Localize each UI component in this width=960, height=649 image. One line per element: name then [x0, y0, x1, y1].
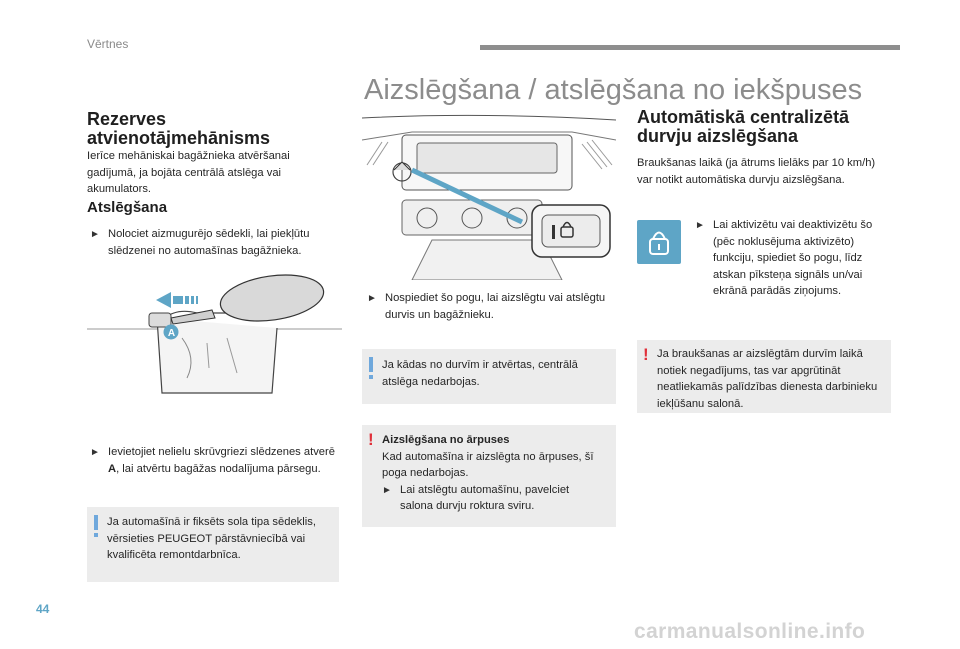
arrow-bullet-icon: ► — [90, 229, 100, 240]
right-bullet-text: Lai aktivizētu vai deaktivizētu šo (pēc … — [713, 219, 873, 297]
middle-info-box: Ja kādas no durvīm ir atvērtas, centrālā… — [362, 349, 616, 404]
left-bullet-1: ► Nolociet aizmugurējo sēdekli, lai piek… — [90, 226, 340, 259]
left-intro: Ierīce mehāniskai bagāžnieka atvēršanai … — [87, 150, 290, 195]
info-icon — [369, 357, 373, 379]
warning-icon: ! — [643, 345, 649, 364]
middle-warning-text: Kad automašīna ir aizslēgta no ārpuses, … — [382, 450, 594, 480]
arrow-bullet-icon: ► — [90, 447, 100, 458]
right-warning-text: Ja braukšanas ar aizslēgtām durvīm laikā… — [657, 348, 878, 410]
warning-icon: ! — [368, 430, 374, 449]
middle-info-text: Ja kādas no durvīm ir atvērtas, centrālā… — [382, 359, 578, 388]
left-subheading: Atslēgšana — [87, 199, 168, 216]
pull-arrow-icon — [156, 292, 198, 308]
right-intro: Braukšanas laikā (ja ātrums lielāks par … — [637, 157, 876, 186]
right-bullet: ► Lai aktivizētu vai deaktivizētu šo (pē… — [695, 217, 890, 300]
left-bullet-2-part1: Ievietojiet nelielu skrūvgriezi slēdzene… — [108, 446, 335, 458]
middle-warning-bullet: ► Lai atslēgtu automašīnu, pavelciet sal… — [382, 482, 604, 515]
middle-warning-bullet-text: Lai atslēgtu automašīnu, pavelciet salon… — [400, 483, 570, 513]
arrow-bullet-icon: ► — [382, 484, 392, 496]
left-bullet-2-text: Ievietojiet nelielu skrūvgriezi slēdzene… — [108, 444, 340, 477]
lock-button-icon — [637, 220, 681, 264]
left-heading-line1: Rezerves — [87, 109, 167, 129]
page-number: 44 — [36, 602, 50, 616]
left-heading: Rezerves atvienotājmehānisms — [87, 110, 270, 148]
lock-icon — [560, 221, 574, 238]
right-heading-line1: Automātiskā centralizētā — [637, 107, 850, 127]
lock-icon — [649, 231, 669, 255]
left-bullet-2-part2: , lai atvērtu bagāžas nodalījuma pārsegu… — [116, 462, 321, 475]
dashboard-illustration — [362, 110, 616, 280]
watermark: carmanualsonline.info — [634, 620, 866, 643]
trunk-lock-illustration — [87, 274, 342, 394]
middle-bullet: ► Nospiediet šo pogu, lai aizslēgtu vai … — [367, 290, 612, 323]
arrow-bullet-icon: ► — [695, 220, 705, 231]
marker-a-label: A — [167, 328, 176, 339]
arrow-bullet-icon: ► — [367, 293, 377, 304]
right-heading: Automātiskā centralizētā durvju aizslēgš… — [637, 108, 849, 146]
header-bar — [480, 45, 900, 50]
middle-warning-box: ! Aizslēgšana no ārpuses Kad automašīna … — [362, 425, 616, 527]
left-info-box: Ja automašīnā ir fiksēts sola tipa sēdek… — [87, 507, 339, 582]
page-title: Aizslēgšana / atslēgšana no iekšpuses — [364, 74, 863, 106]
middle-warning-title: Aizslēgšana no ārpuses — [382, 434, 510, 446]
left-heading-line2: atvienotājmehānisms — [87, 128, 271, 148]
middle-bullet-text: Nospiediet šo pogu, lai aizslēgtu vai at… — [385, 292, 606, 321]
left-bullet-2: ► Ievietojiet nelielu skrūvgriezi slēdze… — [90, 444, 340, 477]
info-icon — [94, 515, 98, 537]
middle-warning-content: Aizslēgšana no ārpuses Kad automašīna ir… — [382, 432, 604, 515]
left-info-text: Ja automašīnā ir fiksēts sola tipa sēdek… — [107, 516, 316, 561]
left-bullet-2-bold: A — [108, 462, 117, 475]
left-bullet-1-text: Nolociet aizmugurējo sēdekli, lai piekļū… — [108, 228, 310, 257]
section-label: Vērtnes — [87, 37, 129, 51]
right-warning-box: ! Ja braukšanas ar aizslēgtām durvīm lai… — [637, 340, 891, 413]
right-heading-line2: durvju aizslēgšana — [637, 126, 799, 146]
